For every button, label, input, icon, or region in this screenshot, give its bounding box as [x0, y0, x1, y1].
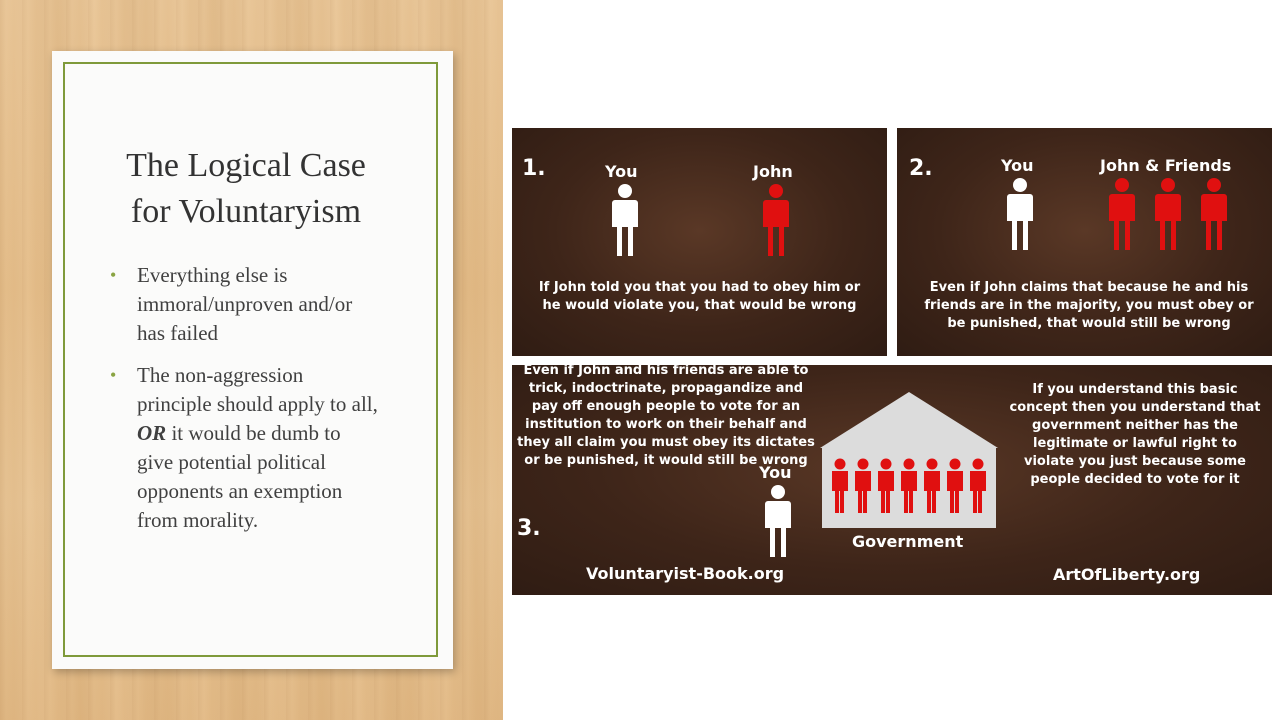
- panel-1: 1. You John If John told you that you ha…: [512, 128, 887, 356]
- bullet-item-2: • The non-aggression principle should ap…: [110, 361, 380, 535]
- panel-1-john-label: John: [753, 162, 793, 181]
- panel-1-you-label: You: [605, 162, 638, 181]
- panel-1-caption: If John told you that you had to obey hi…: [538, 280, 861, 313]
- bullet-text-2-post: it would be dumb to give potential polit…: [137, 421, 343, 532]
- bullet-dot-icon: •: [110, 265, 117, 285]
- panel-1-number: 1.: [522, 156, 546, 181]
- panel-3-right-caption: If you understand this basic concept the…: [1009, 382, 1261, 487]
- panel-2: 2. You John & Friends Even if John claim…: [897, 128, 1272, 356]
- you-person-icon: [765, 485, 791, 557]
- bullet-text-1: Everything else is immoral/unproven and/…: [137, 263, 353, 345]
- government-building-icon: [820, 392, 998, 528]
- panel-3-left-caption: Even if John and his friends are able to…: [517, 363, 815, 468]
- panel-3: Even if John and his friends are able to…: [512, 363, 1272, 595]
- panel-3-you-label: You: [759, 463, 792, 482]
- bullet-text-2-emphasis: OR: [137, 421, 167, 445]
- panel-2-you-label: You: [1001, 156, 1034, 175]
- voluntaryist-book-link: Voluntaryist-Book.org: [586, 564, 785, 583]
- panel-2-number: 2.: [909, 156, 933, 181]
- slide-title: The Logical Case for Voluntaryism: [60, 143, 432, 235]
- you-person-icon: [612, 184, 638, 256]
- john-and-friends-icon: [1109, 178, 1227, 250]
- text-card: [52, 51, 453, 669]
- infographic: 1. You John If John told you that you ha…: [512, 128, 1272, 595]
- title-line-2: for Voluntaryism: [130, 193, 362, 230]
- panel-2-friends-label: John & Friends: [1100, 156, 1232, 175]
- john-person-icon: [763, 184, 789, 256]
- title-line-1: The Logical Case: [126, 147, 366, 184]
- card-border: [63, 62, 438, 657]
- panel-3-number: 3.: [517, 516, 541, 541]
- bullet-text-2-pre: The non-aggression principle should appl…: [137, 363, 378, 416]
- bullet-list: • Everything else is immoral/unproven an…: [110, 261, 380, 548]
- bullet-dot-icon: •: [110, 365, 117, 385]
- art-of-liberty-link: ArtOfLiberty.org: [1053, 565, 1201, 584]
- bullet-item-1: • Everything else is immoral/unproven an…: [110, 261, 380, 348]
- panel-2-caption: Even if John claims that because he and …: [924, 280, 1254, 331]
- government-label: Government: [852, 532, 964, 551]
- you-person-icon: [1007, 178, 1033, 250]
